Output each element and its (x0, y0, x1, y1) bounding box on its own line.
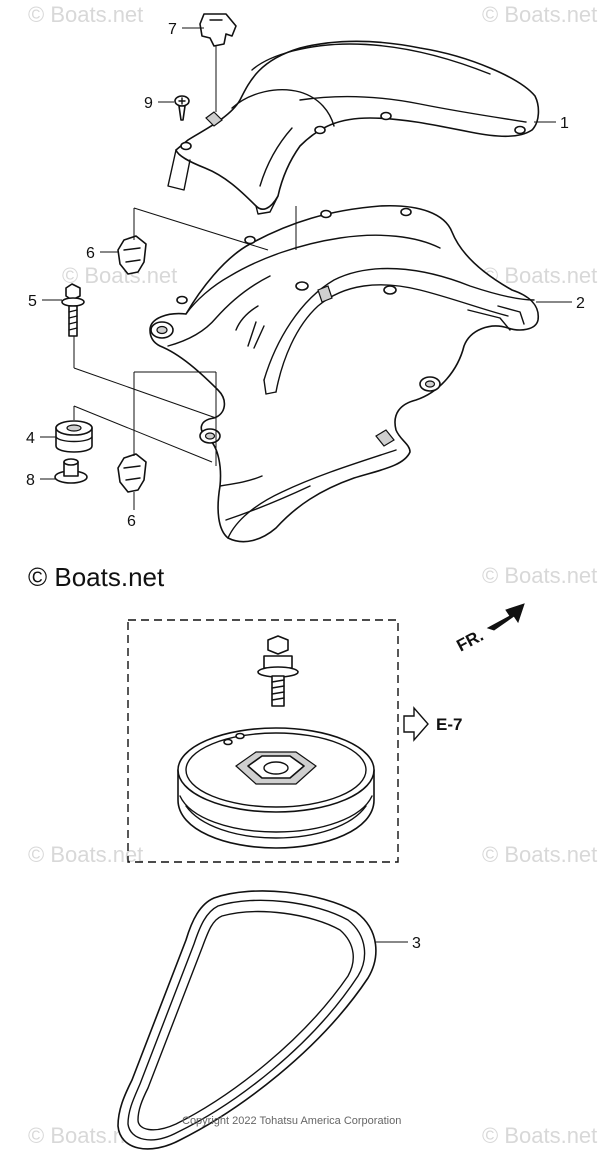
watermark-top-left: © Boats.net (28, 2, 143, 27)
upper-belt-cover (167, 40, 540, 215)
reference-label: E-7 (436, 715, 462, 734)
reference-arrow-icon (403, 706, 429, 742)
callout-3: 3 (412, 935, 421, 952)
callout-5: 5 (28, 293, 37, 310)
pulley (177, 727, 375, 849)
callout-2: 2 (576, 295, 585, 312)
watermark-layer: © Boats.net © Boats.net © Boats.net © Bo… (28, 2, 597, 1148)
callout-4: 4 (26, 430, 35, 447)
watermark-mid-left: © Boats.net (62, 263, 177, 288)
watermark-main: © Boats.net (28, 562, 165, 592)
assembly-lines (73, 206, 297, 510)
callout-9: 9 (144, 95, 153, 112)
watermark-bottom-right: © Boats.net (482, 1123, 597, 1148)
lower-belt-cover (149, 204, 539, 543)
timing-belt-part-3 (117, 890, 377, 1150)
callout-6-upper: 6 (86, 245, 95, 262)
clip-part-7 (199, 13, 237, 112)
grommet-part-4 (55, 420, 93, 453)
callout-7: 7 (168, 21, 177, 38)
front-arrow-icon (486, 603, 525, 631)
callout-8: 8 (26, 472, 35, 489)
clip-nut-part-6-upper (117, 235, 147, 275)
pulley-bolt (257, 635, 299, 707)
copyright-notice: Copyright 2022 Tohatsu America Corporati… (182, 1115, 401, 1127)
callout-1: 1 (560, 115, 569, 132)
screw-part-9 (174, 95, 190, 121)
callout-numbers: 7 9 1 2 6 5 4 8 6 3 (26, 21, 585, 952)
callout-leaders (40, 27, 572, 943)
collar-part-8 (54, 458, 88, 484)
pulley-reference-box (127, 619, 399, 863)
watermark-left-3: © Boats.net (28, 842, 143, 867)
front-direction-indicator: FR. (453, 603, 525, 656)
clip-nut-part-6-lower (117, 453, 147, 493)
watermark-right-3: © Boats.net (482, 842, 597, 867)
watermark-right-2: © Boats.net (482, 563, 597, 588)
bolt-part-5 (61, 283, 85, 337)
callout-6-lower: 6 (127, 513, 136, 530)
front-label: FR. (453, 626, 486, 656)
watermark-top-right: © Boats.net (482, 2, 597, 27)
e7-reference: E-7 (403, 706, 462, 742)
